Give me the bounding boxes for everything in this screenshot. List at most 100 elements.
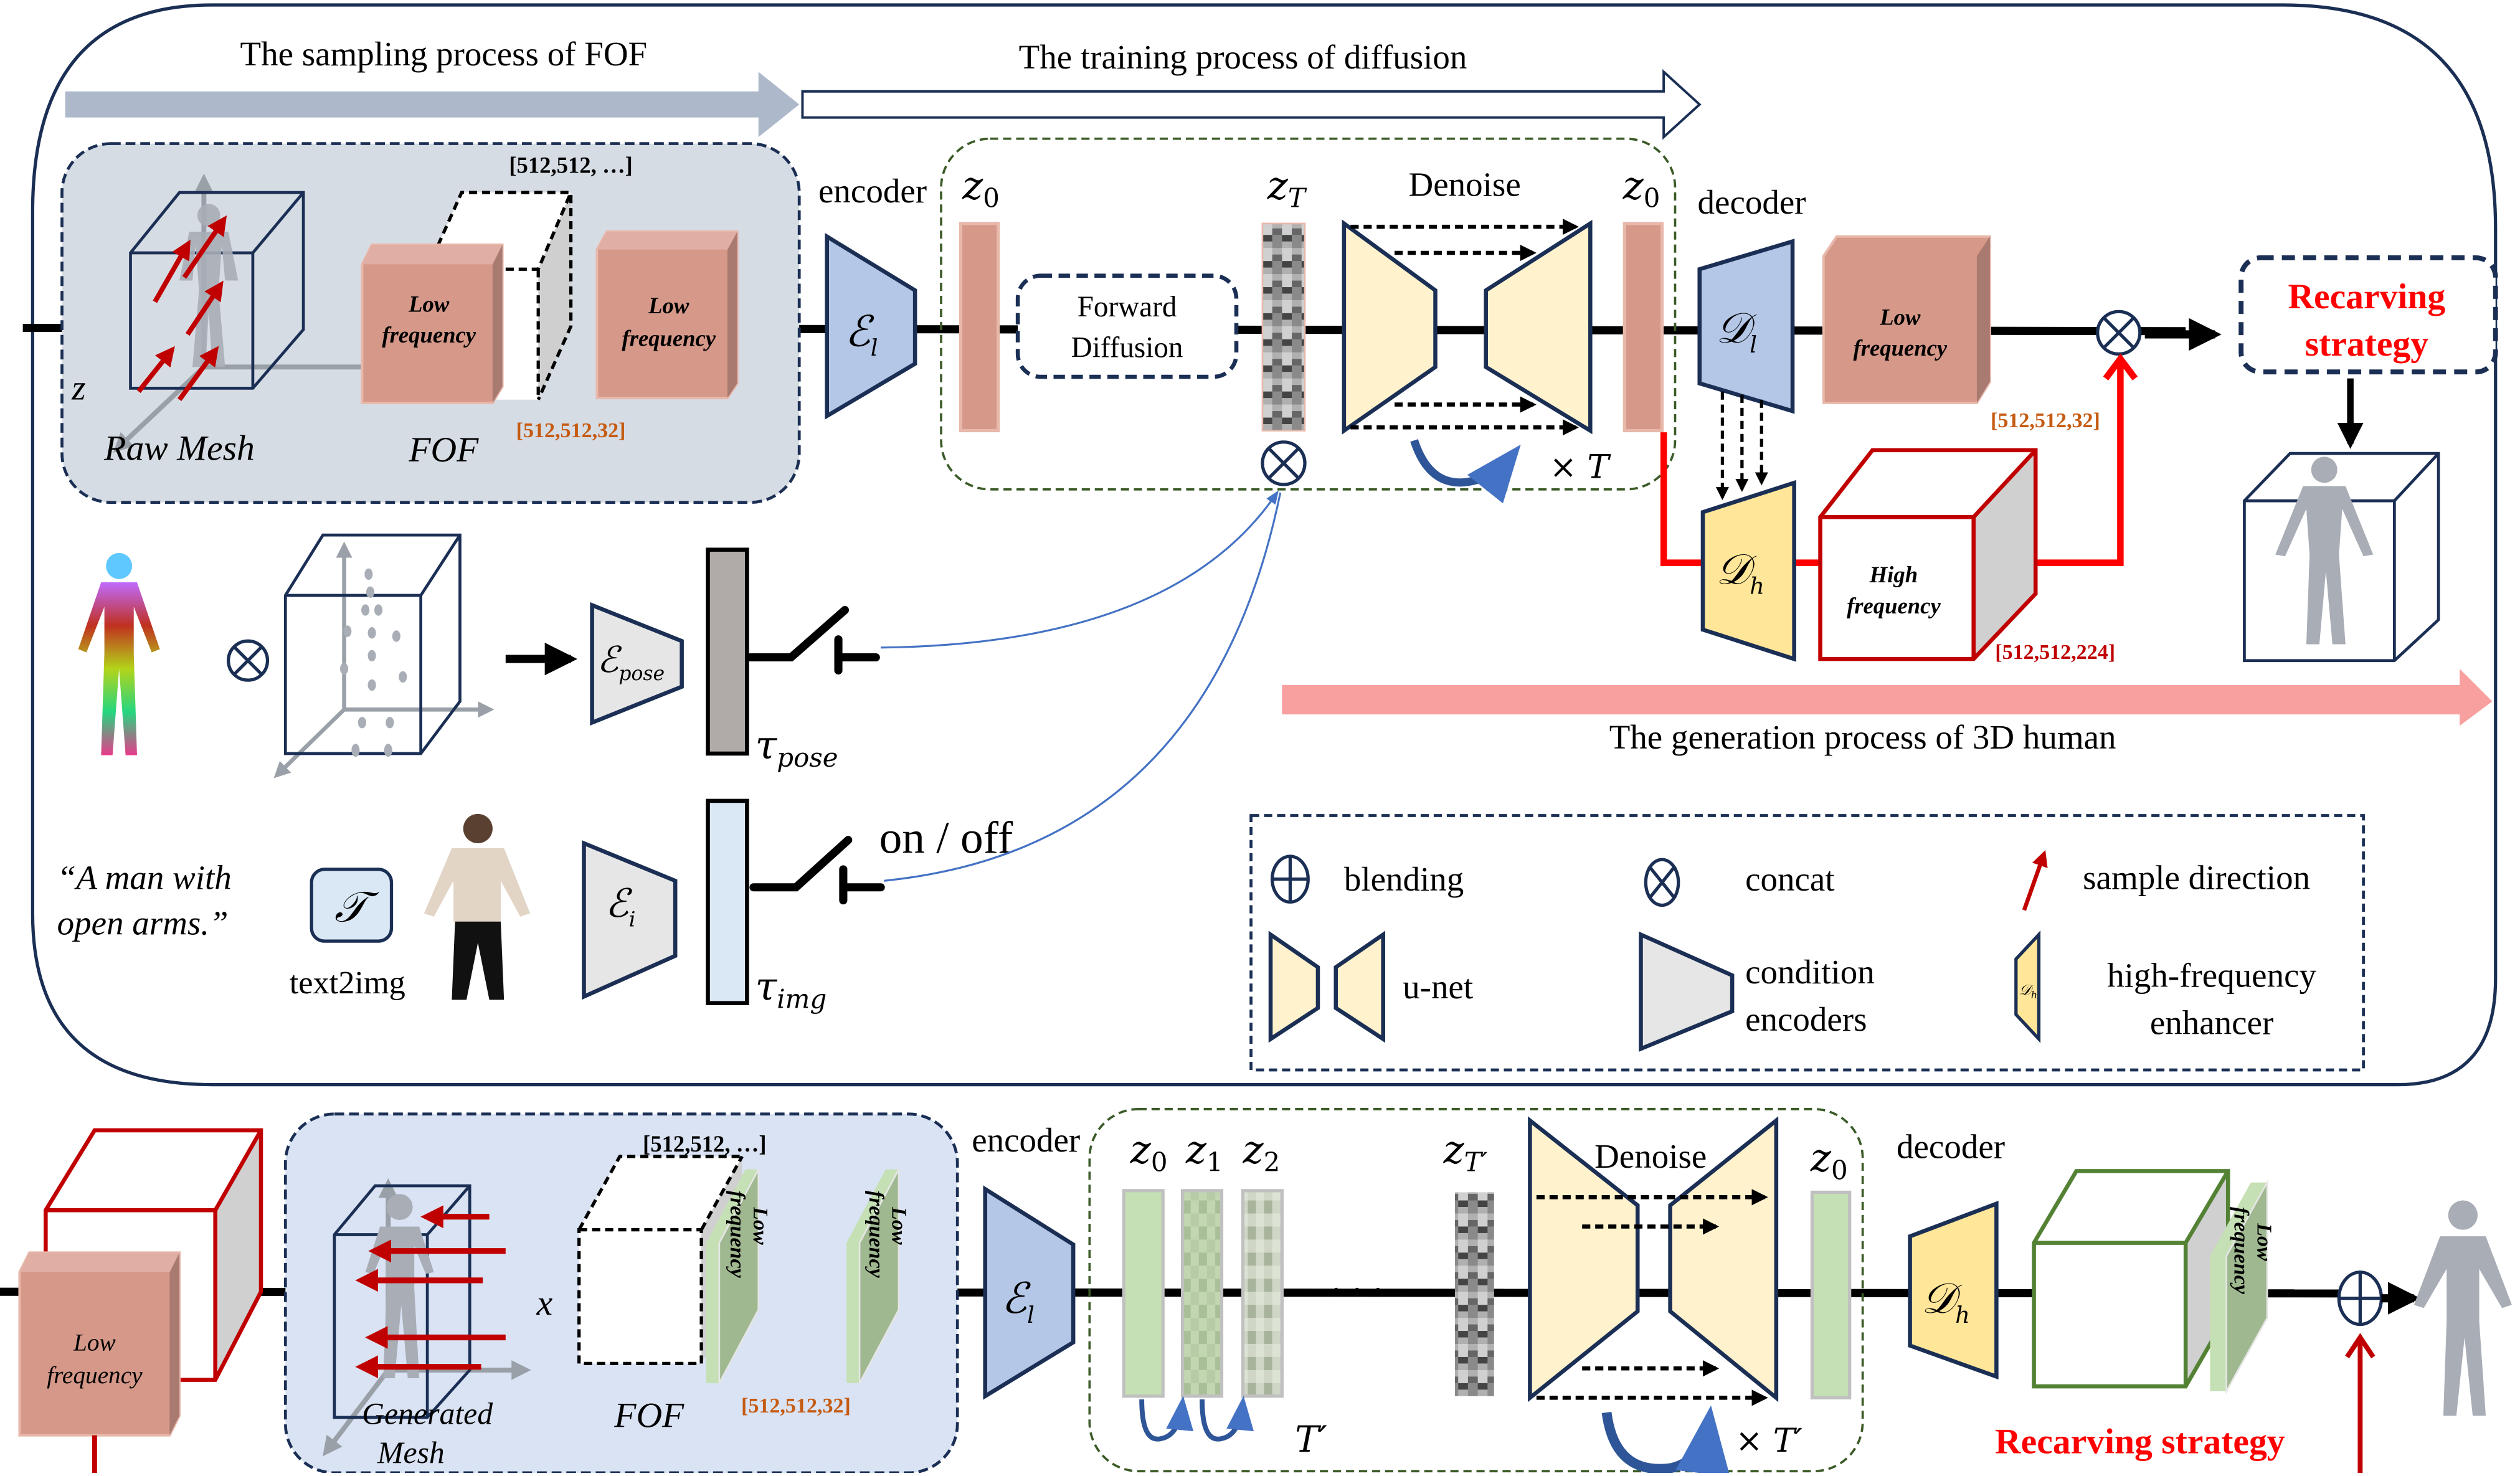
unet-denoiser xyxy=(1342,219,1593,504)
legend-item-blending: blending xyxy=(1271,854,1464,904)
hf-enhancer-icon: 𝒟h xyxy=(2014,930,2041,1043)
output-mesh-cube xyxy=(2243,452,2440,663)
zT-label: zT xyxy=(1267,163,1307,214)
low-frequency-block-1 xyxy=(361,243,504,404)
axis-z-label: z xyxy=(71,369,85,408)
recarving-strategy-label-bottom: Recarving strategy xyxy=(1995,1422,2285,1461)
encoder-l-symbol-bottom: ℰl xyxy=(1002,1274,1035,1328)
legend-item-unet: u-net xyxy=(1268,930,1473,1043)
low-freq-output-line1: Low xyxy=(1879,304,1921,329)
z2-latent-bottom xyxy=(1241,1189,1284,1398)
high-frequency-arrowhead xyxy=(2103,353,2138,381)
tau-img-embedding xyxy=(706,798,749,1005)
training-process-label: The training process of diffusion xyxy=(1019,38,1467,76)
generation-process-arrow xyxy=(1282,668,2493,726)
svg-text:𝒟h: 𝒟h xyxy=(2019,982,2037,1001)
text-prompt-line2: open arms.” xyxy=(57,904,229,942)
decoder-label: decoder xyxy=(1698,183,1806,221)
zT-noise-latent xyxy=(1261,222,1306,432)
z2-label-bottom: z2 xyxy=(1243,1127,1281,1177)
high-frequency-cube xyxy=(1818,448,2038,661)
high-frequency-red-path xyxy=(1660,362,2124,566)
high-freq-line1: High xyxy=(1869,562,1918,587)
zT-prime-noise-latent xyxy=(1454,1192,1494,1396)
legend-item-hf-enhancer: 𝒟h high-frequency enhancer xyxy=(2014,930,2316,1043)
decoder-label-bottom: decoder xyxy=(1897,1127,2005,1165)
input-low-frequency-block xyxy=(18,1251,181,1437)
pose-encoder-block xyxy=(590,602,684,726)
text-prompt-line1: “A man with xyxy=(57,858,232,896)
generated-mesh-line1: Generated xyxy=(362,1396,493,1431)
low-frequency-output-block xyxy=(1822,235,1991,404)
tau-img-label: τimg xyxy=(755,963,827,1014)
condition-encoder-icon xyxy=(1639,931,1735,1052)
concat-node-pose xyxy=(227,639,270,682)
low-frequency-block-2-line2: frequency xyxy=(622,325,716,351)
generation-process-label: The generation process of 3D human xyxy=(1609,718,2116,756)
z1-latent-bottom xyxy=(1180,1189,1224,1398)
z0-output-latent xyxy=(1622,222,1664,433)
z1-label-bottom: z1 xyxy=(1185,1127,1223,1177)
colored-body-model xyxy=(78,552,160,755)
image-encoder-block xyxy=(582,840,678,1000)
T-prime-label: T′ xyxy=(1295,1419,1327,1460)
ellipsis-dots: · · · xyxy=(1330,1270,1384,1310)
high-freq-line2: frequency xyxy=(1847,593,1941,618)
legend-label-blending: blending xyxy=(1344,860,1464,898)
encoder-label: encoder xyxy=(818,172,927,210)
recarving-strategy-box xyxy=(2238,255,2498,375)
z0-input-latent xyxy=(959,222,1000,433)
sampling-process-arrow xyxy=(65,72,800,138)
legend-label-concat: concat xyxy=(1745,860,1834,898)
sample-direction-arrows xyxy=(136,215,227,402)
image-switch[interactable] xyxy=(749,836,885,905)
input-low-line1: Low xyxy=(73,1329,116,1356)
recarving-feedback-arrowhead xyxy=(2345,1333,2376,1359)
z0-latent-bottom xyxy=(1122,1189,1165,1398)
decoder-h-block xyxy=(1700,480,1796,662)
z0-output-latent-bottom xyxy=(1810,1190,1852,1400)
legend-item-concat: concat xyxy=(1644,858,1835,907)
legend-label-unet: u-net xyxy=(1403,968,1473,1006)
decoder-skip-arrows xyxy=(1715,391,1768,501)
legend-label-hf-line1: high-frequency xyxy=(2107,956,2316,994)
times-T-prime-label: × T′ xyxy=(1735,1422,1802,1460)
low-frequency-slab-1 xyxy=(706,1169,760,1384)
final-human-mesh xyxy=(2413,1200,2512,1416)
concat-node-top xyxy=(1261,440,1307,486)
encoder-l-symbol: ℰl xyxy=(845,307,878,361)
unet-denoiser-bottom xyxy=(1528,1116,1779,1476)
denoise-label-bottom: Denoise xyxy=(1594,1137,1707,1175)
concat-icon xyxy=(1644,858,1680,907)
denoise-label: Denoise xyxy=(1409,165,1521,203)
unet-icon xyxy=(1268,930,1385,1043)
zT-prime-label: zT′ xyxy=(1443,1127,1488,1177)
sampling-process-label: The sampling process of FOF xyxy=(240,35,647,73)
top-panel-frame xyxy=(31,3,2498,1087)
slab-2-label: Lowfrequency xyxy=(864,1191,911,1279)
image-condition-link xyxy=(884,492,1282,882)
tau-pose-label: τpose xyxy=(755,722,838,773)
encoder-label-bottom: encoder xyxy=(972,1121,1080,1159)
legend-label-hf-line2: enhancer xyxy=(2150,1003,2273,1041)
high-freq-dims: [512,512,224] xyxy=(1995,641,2115,664)
pose-switch[interactable] xyxy=(746,605,880,674)
training-process-arrow xyxy=(801,69,1702,140)
decoder-h-block-bottom xyxy=(1908,1201,1999,1380)
fof-dims-top: [512,512, …] xyxy=(509,153,633,178)
z0-output-label-bottom: z0 xyxy=(1810,1135,1848,1185)
low-freq-output-dims: [512,512,32] xyxy=(1991,409,2100,432)
blending-node xyxy=(2337,1270,2384,1327)
text2img-label: text2img xyxy=(290,965,405,1001)
pose-condition-link xyxy=(881,490,1279,649)
forward-diffusion-box xyxy=(1015,273,1239,379)
forward-diffusion-line1: Forward xyxy=(1078,291,1177,323)
step-loop-arrows xyxy=(1139,1396,1254,1442)
sample-direction-icon xyxy=(2022,849,2048,911)
output-low-frequency-slab xyxy=(2210,1179,2268,1394)
tau-pose-embedding xyxy=(706,547,749,756)
encoder-l-block xyxy=(825,233,917,420)
generated-mesh-line2: Mesh xyxy=(377,1436,445,1470)
axis-x-label: x xyxy=(536,1284,553,1323)
